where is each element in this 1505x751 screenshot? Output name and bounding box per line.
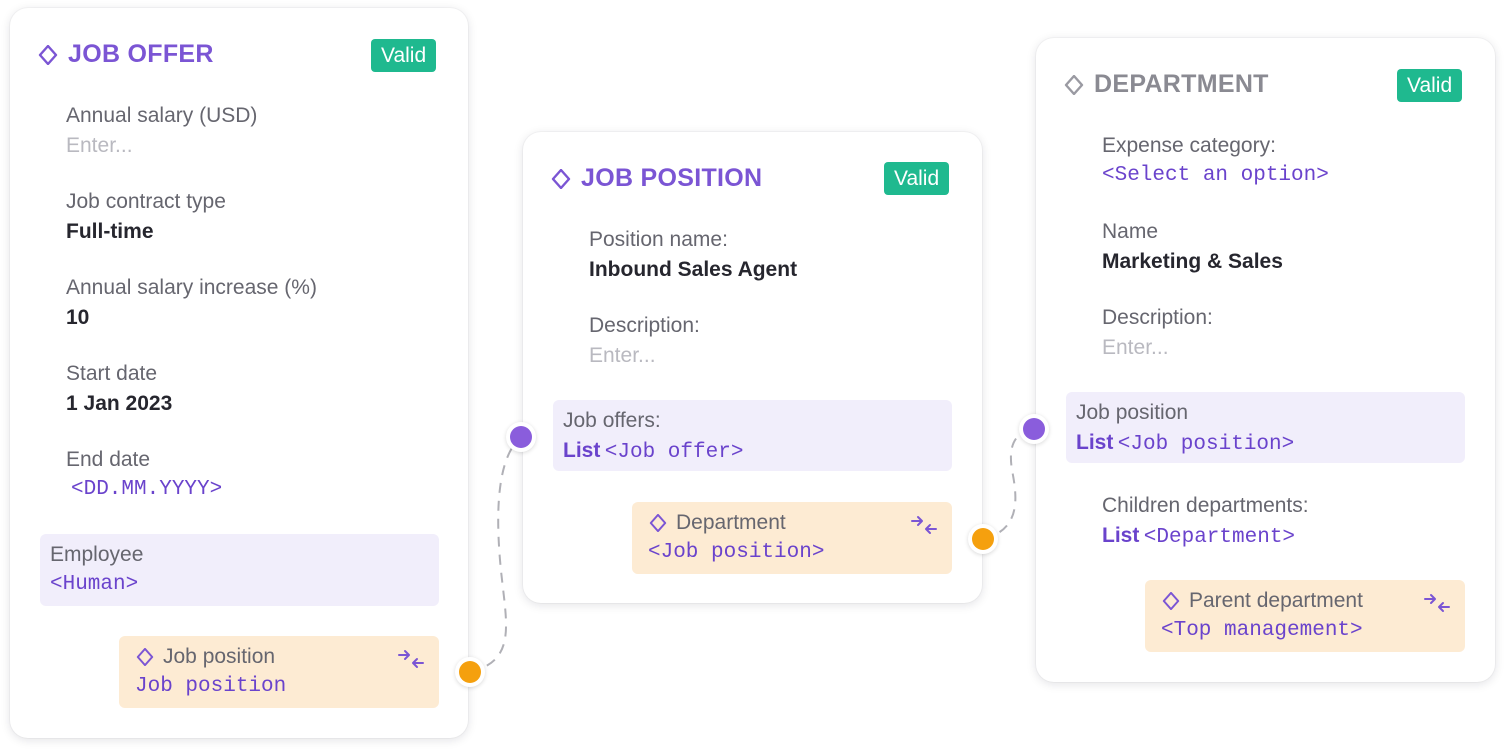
end-date-input[interactable]: <DD.MM.YYYY>: [71, 478, 223, 501]
start-date-value[interactable]: 1 Jan 2023: [66, 392, 173, 415]
expense-category-field[interactable]: Expense category: <Select an option>: [1102, 131, 1329, 191]
parent-department-label: Parent department: [1189, 589, 1363, 612]
job-position-title-text: JOB POSITION: [581, 164, 763, 192]
status-badge: Valid: [371, 39, 437, 72]
department-reference-label: Department: [676, 511, 786, 534]
employee-relation[interactable]: Employee <Human>: [40, 534, 439, 606]
job-offers-type: <Job offer>: [604, 441, 744, 464]
job-position-relation[interactable]: Job position List <Job position>: [1066, 392, 1465, 463]
salary-increase-label: Annual salary increase (%): [66, 276, 317, 299]
name-label: Name: [1102, 220, 1159, 243]
name-value[interactable]: Marketing & Sales: [1102, 250, 1283, 273]
department-title-text: DEPARTMENT: [1094, 70, 1269, 98]
description-label: Description:: [1102, 306, 1213, 329]
connector-port-offer-out[interactable]: [455, 657, 485, 687]
job-offer-title-text: JOB OFFER: [68, 40, 214, 68]
job-offer-card: JOB OFFER Valid Annual salary (USD) Ente…: [10, 8, 468, 738]
department-reference-type: <Job position>: [648, 541, 825, 564]
end-date-field[interactable]: End date <DD.MM.YYYY>: [66, 445, 222, 505]
job-position-reference-type: Job position: [135, 675, 287, 698]
status-badge: Valid: [1397, 69, 1463, 102]
job-position-label: Job position: [1076, 401, 1189, 424]
port-dot: [510, 426, 532, 448]
parent-department-type: <Top management>: [1161, 619, 1363, 642]
connector-port-position-out[interactable]: [968, 524, 998, 554]
link-arrows-icon[interactable]: [397, 648, 425, 670]
children-departments-type: <Department>: [1143, 526, 1296, 549]
description-field[interactable]: Description: Enter...: [589, 311, 700, 371]
status-badge: Valid: [884, 162, 950, 195]
connector-port-department-in[interactable]: [1019, 414, 1049, 444]
job-position-reference-label: Job position: [163, 645, 276, 668]
job-position-card: JOB POSITION Valid Position name: Inboun…: [523, 132, 982, 603]
connector-position-to-department: [982, 428, 1035, 540]
annual-salary-label: Annual salary (USD): [66, 104, 258, 127]
diamond-icon: [1161, 591, 1181, 611]
job-offers-label: Job offers:: [563, 409, 661, 432]
employee-type: <Human>: [50, 573, 139, 596]
contract-type-label: Job contract type: [66, 190, 226, 213]
diamond-icon: [135, 647, 155, 667]
description-input[interactable]: Enter...: [1102, 336, 1169, 359]
description-label: Description:: [589, 314, 700, 337]
list-keyword: List: [1102, 524, 1140, 547]
job-offer-title: JOB OFFER: [38, 40, 214, 69]
diamond-icon: [648, 513, 668, 533]
position-name-label: Position name:: [589, 228, 728, 251]
department-title: DEPARTMENT: [1064, 70, 1269, 99]
job-offers-relation[interactable]: Job offers: List <Job offer>: [553, 400, 952, 471]
employee-label: Employee: [50, 543, 144, 566]
annual-salary-input[interactable]: Enter...: [66, 134, 133, 157]
list-keyword: List: [1076, 431, 1114, 454]
connector-offer-to-position: [469, 436, 522, 673]
department-card: DEPARTMENT Valid Expense category: <Sele…: [1036, 38, 1495, 682]
salary-increase-value[interactable]: 10: [66, 306, 90, 329]
end-date-label: End date: [66, 448, 151, 471]
connector-port-position-in[interactable]: [506, 422, 536, 452]
position-name-field[interactable]: Position name: Inbound Sales Agent: [589, 225, 797, 285]
description-field[interactable]: Description: Enter...: [1102, 303, 1213, 363]
port-dot: [972, 528, 994, 550]
department-reference[interactable]: Department <Job position>: [632, 502, 952, 574]
start-date-field[interactable]: Start date 1 Jan 2023: [66, 359, 172, 419]
job-position-type: <Job position>: [1117, 433, 1295, 456]
start-date-label: Start date: [66, 362, 158, 385]
expense-category-select[interactable]: <Select an option>: [1102, 164, 1329, 187]
expense-category-label: Expense category:: [1102, 134, 1276, 157]
diamond-icon: [551, 168, 571, 189]
name-field[interactable]: Name Marketing & Sales: [1102, 217, 1283, 277]
description-input[interactable]: Enter...: [589, 344, 656, 367]
children-departments-field[interactable]: Children departments: List <Department>: [1102, 491, 1309, 553]
diamond-icon: [1064, 74, 1084, 95]
port-dot: [1023, 418, 1045, 440]
job-position-reference[interactable]: Job position Job position: [119, 636, 439, 708]
salary-increase-field[interactable]: Annual salary increase (%) 10: [66, 273, 317, 333]
children-departments-label: Children departments:: [1102, 494, 1309, 517]
link-arrows-icon[interactable]: [1423, 592, 1451, 614]
contract-type-value[interactable]: Full-time: [66, 220, 154, 243]
job-position-title: JOB POSITION: [551, 164, 762, 193]
port-dot: [459, 661, 481, 683]
annual-salary-field[interactable]: Annual salary (USD) Enter...: [66, 101, 257, 161]
link-arrows-icon[interactable]: [910, 514, 938, 536]
diamond-icon: [38, 44, 58, 65]
list-keyword: List: [563, 439, 601, 462]
position-name-value[interactable]: Inbound Sales Agent: [589, 258, 798, 281]
parent-department-reference[interactable]: Parent department <Top management>: [1145, 580, 1465, 652]
contract-type-field[interactable]: Job contract type Full-time: [66, 187, 226, 247]
